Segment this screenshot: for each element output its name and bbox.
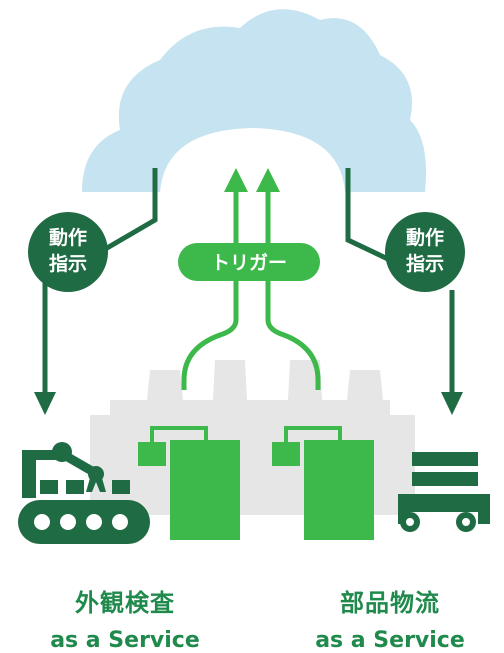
right-action-badge: 動作 指示 (385, 212, 465, 292)
trigger-pill: トリガー (178, 243, 320, 281)
robot-arm-conveyor-icon (18, 442, 150, 544)
right-service-subtitle: as a Service (315, 628, 465, 653)
left-badge-line1: 動作 (49, 226, 87, 249)
right-badge-line2: 指示 (406, 253, 444, 275)
left-service-subtitle: as a Service (50, 628, 200, 653)
trigger-lines (181, 185, 321, 390)
left-action-badge: 動作 指示 (28, 212, 108, 292)
cloud-icon (82, 9, 426, 193)
right-edge-device-icon (272, 426, 374, 540)
right-badge-line1: 動作 (406, 226, 444, 249)
right-service-caption: 部品物流 as a Service (285, 583, 495, 653)
left-service-caption: 外観検査 as a Service (20, 583, 230, 653)
trigger-arrowhead-right-icon (256, 168, 280, 192)
stacked-parts-cart-icon (398, 452, 490, 532)
right-arrowhead-icon (441, 392, 463, 415)
trigger-arrowhead-left-icon (224, 168, 248, 192)
right-service-title: 部品物流 (340, 589, 440, 617)
left-badge-line2: 指示 (49, 253, 87, 275)
trigger-label: トリガー (211, 252, 287, 274)
left-instruction-arrow (42, 168, 158, 400)
left-arrowhead-icon (34, 392, 56, 415)
left-service-title: 外観検査 (75, 589, 175, 617)
left-edge-device-icon (138, 426, 240, 540)
right-instruction-arrow (345, 168, 455, 400)
